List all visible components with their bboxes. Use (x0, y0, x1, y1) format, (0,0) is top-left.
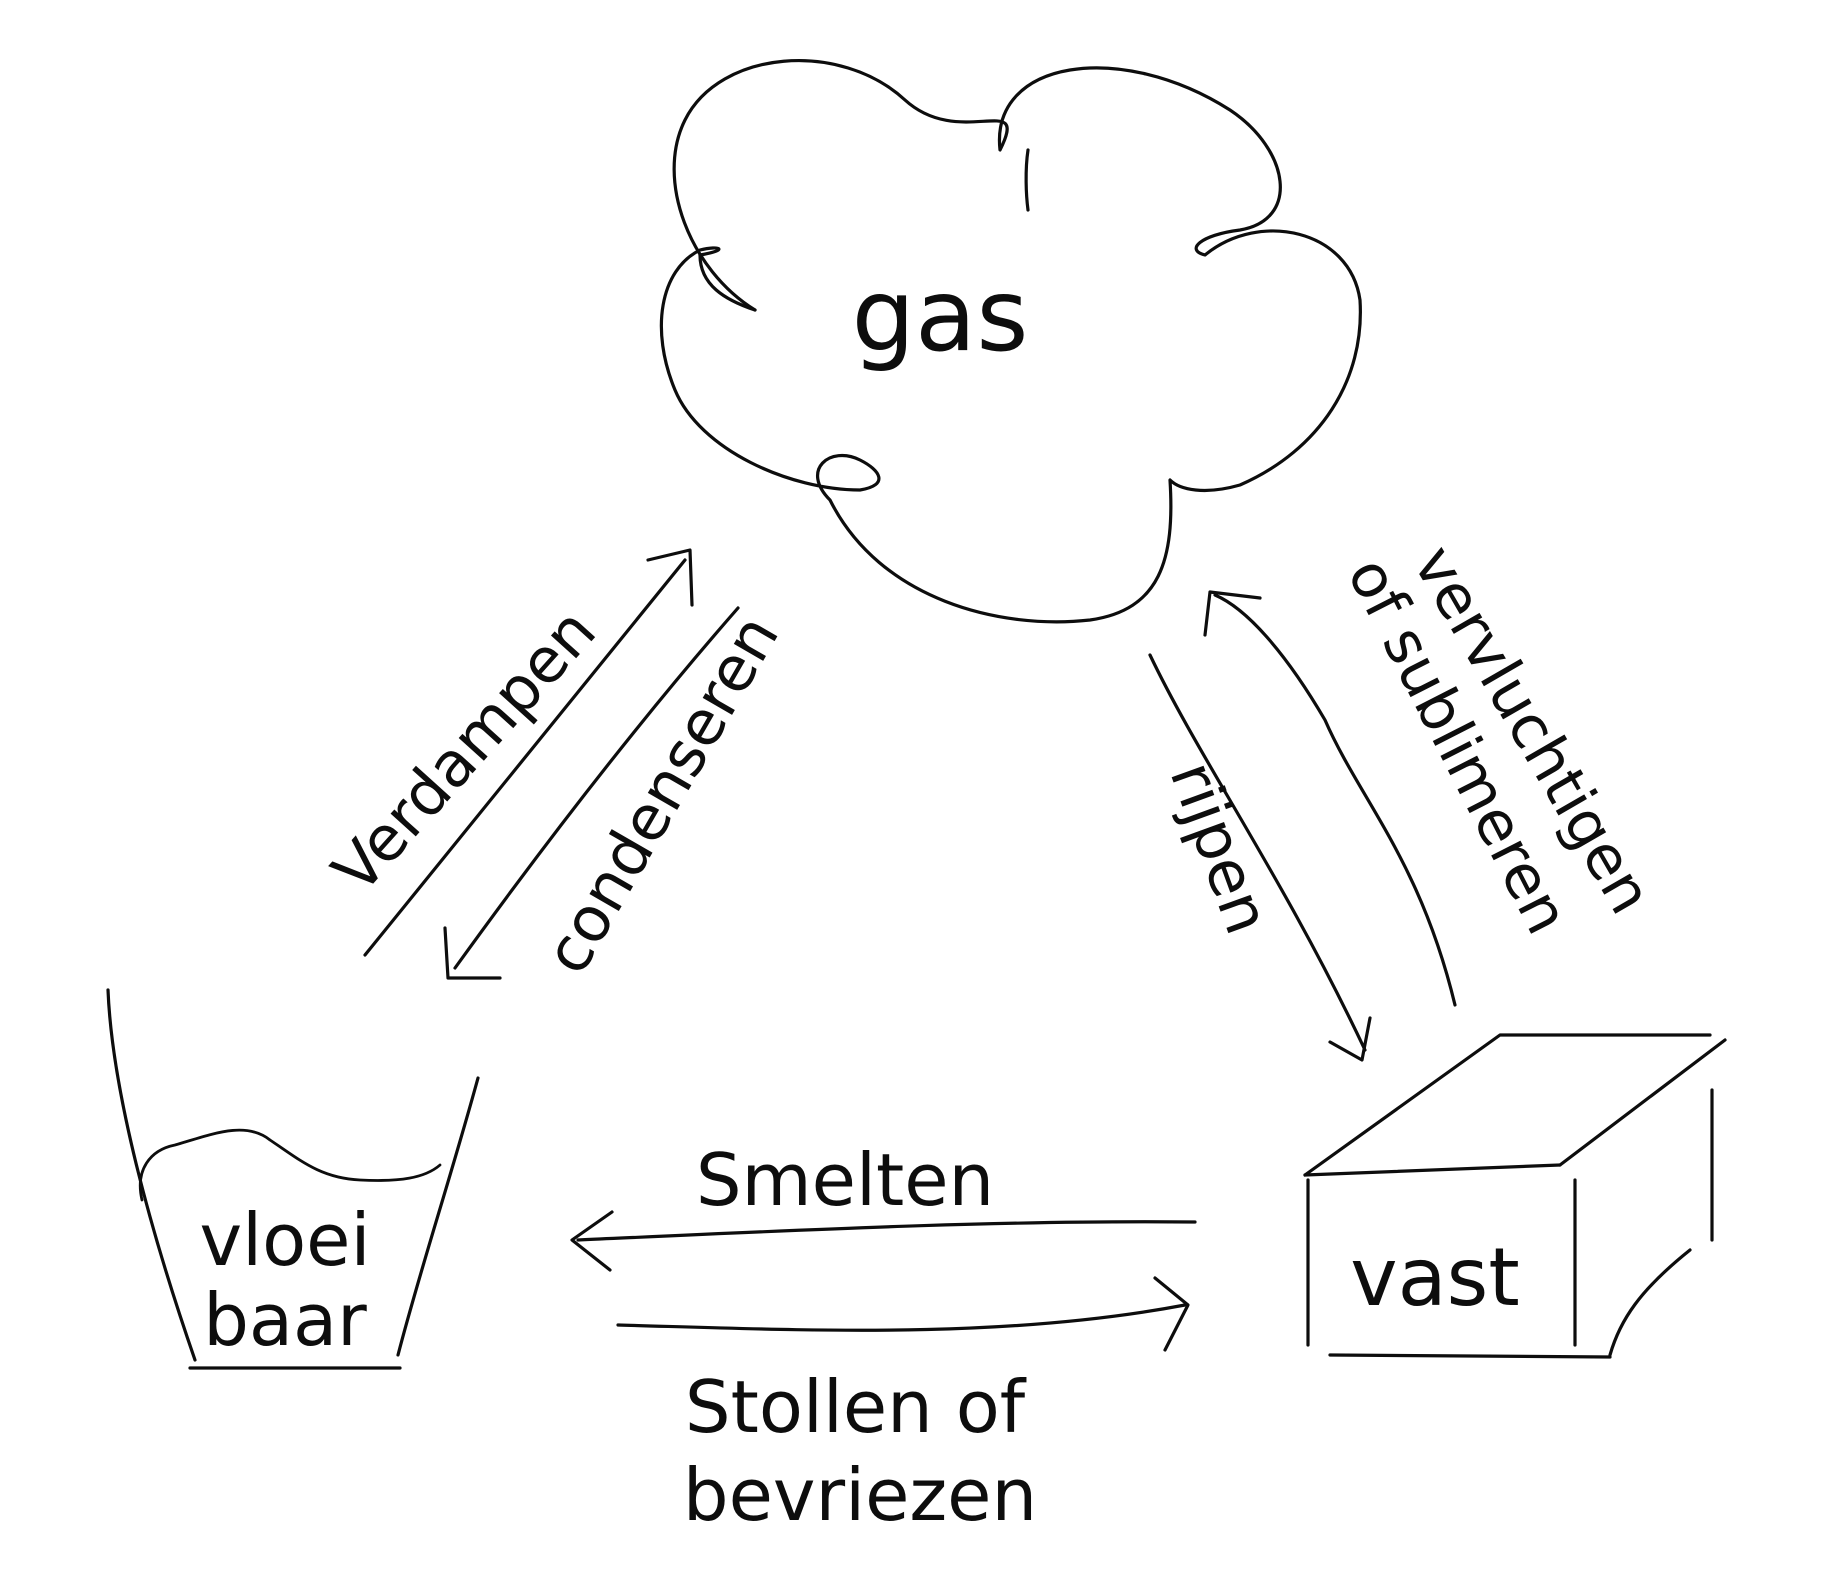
solidification-label-line1: Stollen of (685, 1365, 1027, 1449)
deposition-label: rijpen (1156, 752, 1285, 943)
solidification-arrow (616, 1276, 1190, 1352)
melting-label: Smelten (696, 1138, 994, 1222)
solid-label: vast (1350, 1231, 1519, 1324)
liquid-container (106, 988, 480, 1370)
deposition-arrow (1148, 653, 1372, 1062)
solidification-label-line2: bevriezen (683, 1453, 1037, 1537)
gas-label: gas (852, 257, 1029, 374)
sublimation-arrow (1203, 590, 1457, 1007)
melting-arrow (570, 1210, 1197, 1272)
evaporation-label: Verdampen (318, 594, 610, 906)
liquid-label-line2: baar (203, 1278, 367, 1362)
solid-cube (1303, 1033, 1727, 1359)
evaporation-arrow (363, 548, 694, 957)
gas-cloud (659, 59, 1362, 624)
condensation-arrow (443, 606, 740, 980)
liquid-label-line1: vloei (200, 1198, 371, 1282)
